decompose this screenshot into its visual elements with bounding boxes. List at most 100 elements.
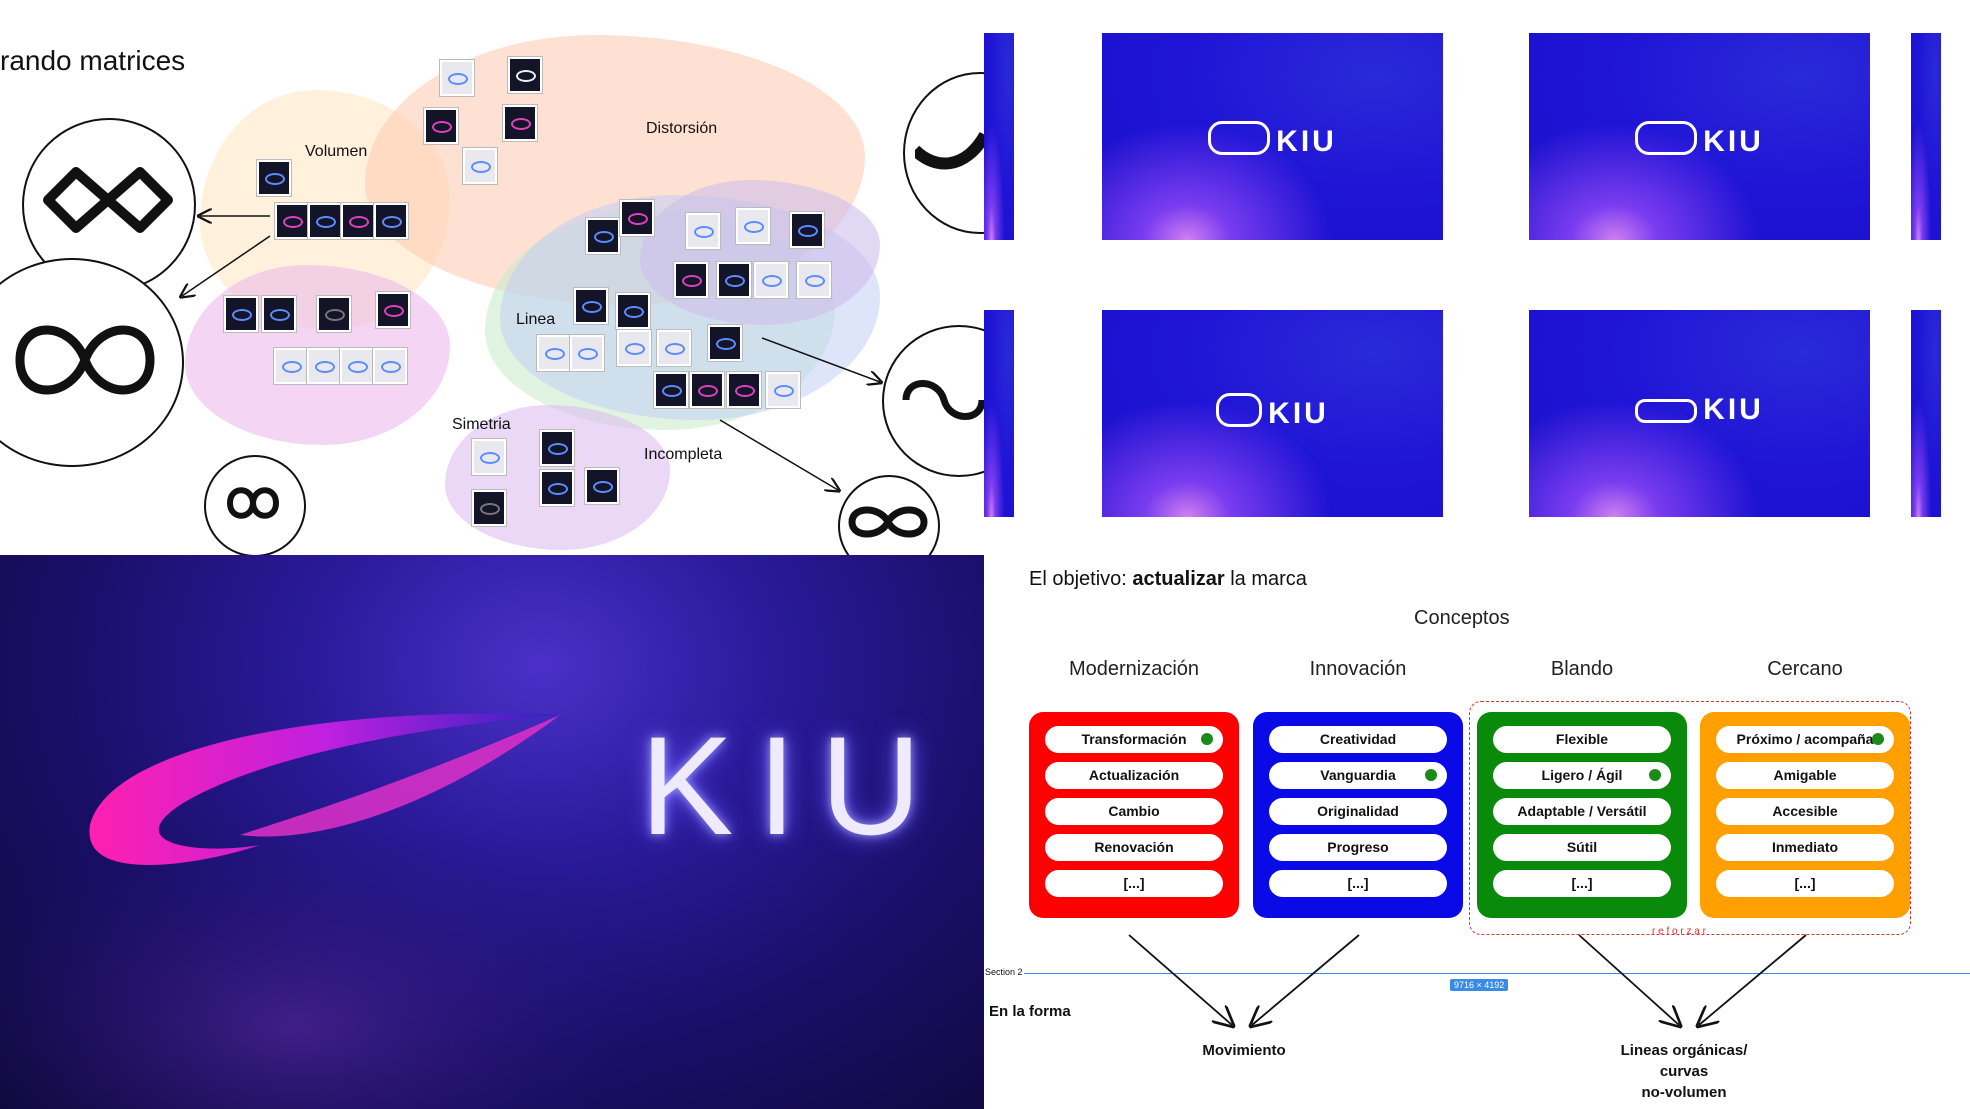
moodboard-thumbnail[interactable] (657, 330, 691, 366)
infinity-logo-icon (1216, 393, 1263, 427)
moodboard-thumbnail[interactable] (262, 296, 296, 332)
arrow (182, 235, 271, 296)
moodboard-thumbnail[interactable] (440, 60, 474, 96)
concept-pill[interactable]: [...] (1045, 870, 1223, 897)
moodboard-arrows (0, 0, 984, 555)
concept-pill[interactable]: Sútil (1493, 834, 1671, 861)
logo-variants-panel: KIU KIU KIU KIU (984, 0, 1970, 555)
moodboard-thumbnail[interactable] (570, 335, 604, 371)
brand-wordmark: KIU (1703, 125, 1764, 158)
forma-label: En la forma (989, 1003, 1071, 1020)
moodboard-thumbnail[interactable] (717, 262, 751, 298)
moodboard-thumbnail[interactable] (472, 490, 506, 526)
section-label[interactable]: Section 2 (984, 967, 1024, 977)
label-distorsion: Distorsión (646, 120, 718, 137)
result-lineas-line1: Lineas orgánicas/ (1620, 1042, 1748, 1059)
infinity-logo-icon (1635, 121, 1698, 155)
moodboard-thumbnail[interactable] (766, 372, 800, 408)
concept-pill[interactable]: Inmediato (1716, 834, 1894, 861)
logo-card-edge[interactable] (1911, 33, 1941, 240)
moodboard-thumbnail[interactable] (508, 57, 542, 93)
moodboard-thumbnail[interactable] (616, 293, 650, 329)
moodboard-thumbnail[interactable] (340, 348, 374, 384)
moodboard-thumbnail[interactable] (686, 213, 720, 249)
moodboard-panel: rando matrices Volumen Distorsión Linea … (0, 0, 984, 555)
concept-pill[interactable]: Adaptable / Versátil (1493, 798, 1671, 825)
infinity-link-icon (226, 487, 280, 519)
concept-pill[interactable]: [...] (1493, 870, 1671, 897)
incompleta-blob (640, 180, 880, 325)
moodboard-thumbnail[interactable] (754, 262, 788, 298)
moodboard-thumbnail[interactable] (620, 200, 654, 236)
moodboard-thumbnail[interactable] (224, 296, 258, 332)
infinity-diamond-icon (43, 167, 173, 233)
logo-card[interactable]: KIU (1529, 33, 1870, 240)
moodboard-thumbnail[interactable] (424, 108, 458, 144)
moodboard-thumbnail[interactable] (736, 208, 770, 244)
column-title: Cercano (1767, 658, 1843, 680)
objective-line: El objetivo: actualizar la marca (1029, 568, 1307, 590)
moodboard-thumbnail[interactable] (585, 468, 619, 504)
infinity-logo-icon (1635, 399, 1698, 423)
concept-pill[interactable]: Vanguardia (1269, 762, 1447, 789)
moodboard-heading: rando matrices (0, 45, 186, 76)
concept-pill[interactable]: [...] (1716, 870, 1894, 897)
moodboard-thumbnail[interactable] (617, 330, 651, 366)
concept-pill[interactable]: Cambio (1045, 798, 1223, 825)
moodboard-thumbnail[interactable] (540, 470, 574, 506)
moodboard-thumbnail[interactable] (374, 203, 408, 239)
moodboard-thumbnail[interactable] (317, 296, 351, 332)
concept-pill[interactable]: Próximo / acompaña (1716, 726, 1894, 753)
concept-pill[interactable]: Creatividad (1269, 726, 1447, 753)
concept-box-modernizacion: Transformación Actualización Cambio Reno… (1029, 712, 1239, 918)
column-title: Innovación (1309, 658, 1407, 680)
moodboard-thumbnail[interactable] (690, 372, 724, 408)
logo-card-edge[interactable] (984, 310, 1014, 517)
concept-pill[interactable]: Amigable (1716, 762, 1894, 789)
arrow (1128, 934, 1232, 1025)
moodboard-thumbnail[interactable] (472, 439, 506, 475)
arrow (1578, 934, 1679, 1025)
moodboard-thumbnail[interactable] (376, 292, 410, 328)
arrow (719, 419, 838, 490)
moodboard-thumbnail[interactable] (727, 372, 761, 408)
concept-pill[interactable]: Accesible (1716, 798, 1894, 825)
moodboard-thumbnail[interactable] (540, 430, 574, 466)
moodboard-thumbnail[interactable] (308, 203, 342, 239)
status-dot-icon (1425, 769, 1437, 781)
moodboard-thumbnail[interactable] (503, 105, 537, 141)
concept-pill[interactable]: Transformación (1045, 726, 1223, 753)
infinity-incomplete-icon (848, 506, 928, 538)
moodboard-thumbnail[interactable] (790, 212, 824, 248)
concept-pill[interactable]: Ligero / Ágil (1493, 762, 1671, 789)
logo-card[interactable]: KIU (1529, 310, 1870, 517)
hero-panel[interactable]: KIU (0, 555, 984, 1109)
label-volumen: Volumen (305, 143, 368, 160)
logo-card[interactable]: KIU (1102, 33, 1443, 240)
concept-pill[interactable]: Originalidad (1269, 798, 1447, 825)
concept-pill[interactable]: [...] (1269, 870, 1447, 897)
moodboard-thumbnail[interactable] (797, 262, 831, 298)
moodboard-thumbnail[interactable] (257, 160, 291, 196)
moodboard-thumbnail[interactable] (463, 148, 497, 184)
moodboard-thumbnail[interactable] (307, 348, 341, 384)
concept-box-innovacion: Creatividad Vanguardia Originalidad Prog… (1253, 712, 1463, 918)
moodboard-thumbnail[interactable] (708, 325, 742, 361)
infinity-swoosh-icon (915, 131, 984, 170)
concept-pill[interactable]: Progreso (1269, 834, 1447, 861)
logo-card-edge[interactable] (984, 33, 1014, 240)
concept-pill[interactable]: Renovación (1045, 834, 1223, 861)
label-simetria: Simetria (452, 416, 511, 433)
status-dot-icon (1649, 769, 1661, 781)
concept-pill[interactable]: Flexible (1493, 726, 1671, 753)
moodboard-thumbnail[interactable] (674, 262, 708, 298)
moodboard-thumbnail[interactable] (586, 218, 620, 254)
column-title: Modernización (1068, 658, 1200, 680)
logo-card-edge[interactable] (1911, 310, 1941, 517)
concept-pill[interactable]: Actualización (1045, 762, 1223, 789)
logo-card[interactable]: KIU (1102, 310, 1443, 517)
moodboard-thumbnail[interactable] (654, 372, 688, 408)
moodboard-thumbnail[interactable] (373, 348, 407, 384)
status-dot-icon (1201, 733, 1213, 745)
moodboard-thumbnail[interactable] (574, 288, 608, 324)
